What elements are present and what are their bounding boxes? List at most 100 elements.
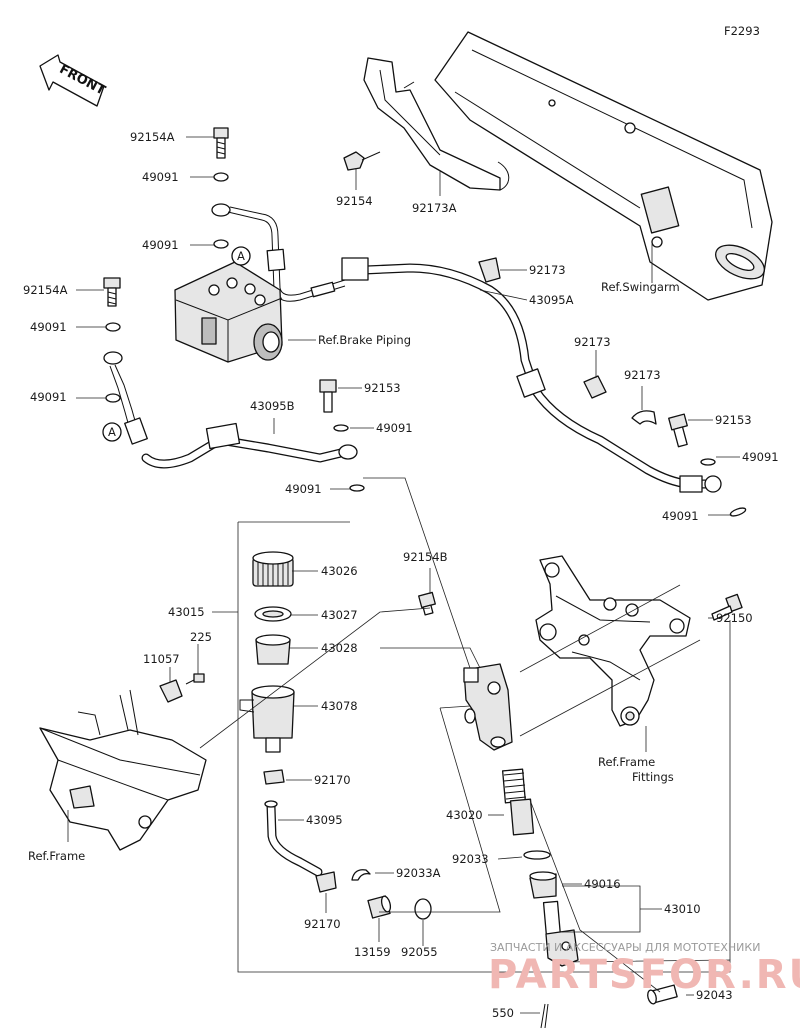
washer-49091-a [213, 172, 229, 182]
label-92033: 92033 [452, 852, 489, 866]
label-43020: 43020 [446, 808, 483, 822]
label-92154b: 92154B [403, 550, 448, 564]
label-92150: 92150 [716, 611, 753, 625]
cotter-pin-550 [540, 1003, 549, 1029]
clamp-92173-c [631, 410, 657, 425]
reservoir-cap-43026 [252, 551, 294, 587]
washer-49091-e [333, 424, 349, 432]
circlip-92033a [351, 869, 371, 881]
label-92173a: 92173A [412, 201, 457, 215]
label-92173-b: 92173 [574, 335, 611, 349]
frame-drawing [39, 689, 207, 851]
label-92170-b: 92170 [304, 917, 341, 931]
label-92154a-top: 92154A [130, 130, 175, 144]
label-43010: 43010 [664, 902, 701, 916]
screw-92154 [343, 151, 381, 171]
washer-49091-d [105, 393, 121, 403]
label-92173-a: 92173 [529, 263, 566, 277]
label-49091-d: 49091 [30, 390, 67, 404]
label-13159: 13159 [354, 945, 391, 959]
label-43015: 43015 [168, 605, 205, 619]
hose-clamp-92170-a [263, 769, 285, 785]
washer-49091-f [349, 484, 365, 492]
hose-clamp-92170-b [315, 871, 337, 893]
diaphragm-plate-43027 [254, 606, 292, 622]
bolt-92154b [418, 591, 436, 616]
front-arrow-icon: FRONT [39, 54, 108, 107]
frame-fittings-drawing [535, 555, 691, 727]
label-43078: 43078 [321, 699, 358, 713]
washer-49091-c [105, 322, 121, 332]
label-49091-g: 49091 [742, 450, 779, 464]
clamp-92173-b [583, 375, 607, 399]
label-49091-c: 49091 [30, 320, 67, 334]
figure-code: F2293 [724, 24, 760, 38]
bolt-92154a-top [213, 127, 229, 159]
washer-49091-h [729, 507, 747, 517]
label-92033a: 92033A [396, 866, 441, 880]
label-92154: 92154 [336, 194, 373, 208]
label-43027: 43027 [321, 608, 358, 622]
label-43026: 43026 [321, 564, 358, 578]
circle-mark-a-2 [102, 422, 122, 442]
reservoir-hose-43095 [264, 800, 323, 877]
bolt-92150 [711, 593, 743, 621]
screw-225 [185, 673, 205, 685]
label-43095: 43095 [306, 813, 343, 827]
bolt-92153-center [319, 379, 337, 413]
circle-mark-a-1-text: A [237, 249, 245, 263]
label-ref-brake-piping: Ref.Brake Piping [318, 333, 411, 347]
label-92173-c: 92173 [624, 368, 661, 382]
bolt-92153-right [668, 413, 688, 448]
label-550: 550 [492, 1006, 514, 1020]
fitting-13159 [367, 895, 392, 919]
label-11057: 11057 [143, 652, 180, 666]
bracket-11057 [159, 679, 183, 703]
oring-92055 [414, 898, 432, 920]
label-49091-h: 49091 [662, 509, 699, 523]
label-49091-f: 49091 [285, 482, 322, 496]
swingarm-drawing [363, 31, 773, 301]
label-ref-frame-fittings-2: Fittings [632, 770, 674, 784]
label-49091-a: 49091 [142, 170, 179, 184]
watermark-caption: ЗАПЧАСТИ И АКСЕССУАРЫ ДЛЯ МОТОТЕХНИКИ [490, 941, 760, 954]
label-ref-frame: Ref.Frame [28, 849, 85, 863]
label-43095a: 43095A [529, 293, 574, 307]
label-92055: 92055 [401, 945, 438, 959]
label-225: 225 [190, 630, 212, 644]
watermark-brand: PARTSFOR.RU [488, 952, 800, 998]
assembly-frame [237, 522, 731, 973]
label-92153-b: 92153 [715, 413, 752, 427]
washer-49091-b [213, 239, 229, 249]
brake-pipe-upper [211, 203, 346, 302]
bolt-92154a-left [103, 277, 121, 307]
master-cylinder-body [463, 663, 513, 751]
label-43095b: 43095B [250, 399, 295, 413]
label-92153-a: 92153 [364, 381, 401, 395]
label-49016: 49016 [584, 877, 621, 891]
brake-hose-43095b [103, 351, 358, 469]
piston-43020 [501, 768, 535, 836]
label-92043: 92043 [696, 988, 733, 1002]
abs-unit-drawing [174, 261, 283, 363]
diaphragm-43028 [255, 634, 291, 665]
circle-mark-a-1 [231, 246, 251, 266]
label-ref-swingarm: Ref.Swingarm [601, 280, 680, 294]
label-49091-e: 49091 [376, 421, 413, 435]
circle-mark-a-2-text: A [108, 425, 116, 439]
label-92170-a: 92170 [314, 773, 351, 787]
reservoir-43078 [239, 685, 295, 753]
label-92154a-left: 92154A [23, 283, 68, 297]
leader-lines [67, 136, 740, 1014]
part-labels: 92154A 49091 49091 92154 92173A Ref.Swin… [23, 130, 779, 1020]
circlip-92033 [523, 850, 551, 860]
label-49091-b: 49091 [142, 238, 179, 252]
push-rod-43010 [529, 871, 579, 967]
label-ref-frame-fittings-1: Ref.Frame [598, 755, 655, 769]
label-43028: 43028 [321, 641, 358, 655]
washer-49091-g [700, 458, 716, 466]
brake-hose-43095a [341, 257, 722, 493]
clamp-92173-a [478, 257, 501, 283]
